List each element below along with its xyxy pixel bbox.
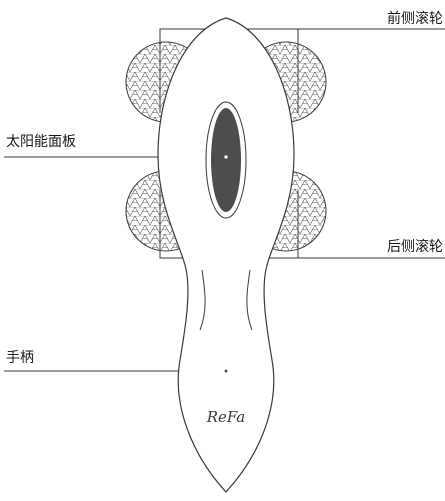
solar-panel-label: 太阳能面板 [6, 134, 76, 150]
solar-panel-dot [223, 154, 229, 160]
solar-panel [211, 108, 241, 212]
device-body [157, 17, 295, 493]
brand-logo: ReFa [206, 408, 246, 426]
handle-contour-left [199, 269, 206, 331]
handle-contour-right [246, 269, 253, 331]
back-roller-label: 后侧滚轮 [387, 239, 443, 255]
handle-label: 手柄 [6, 350, 34, 366]
handle-dot [224, 369, 228, 373]
front-roller-label: 前侧滚轮 [387, 11, 443, 27]
